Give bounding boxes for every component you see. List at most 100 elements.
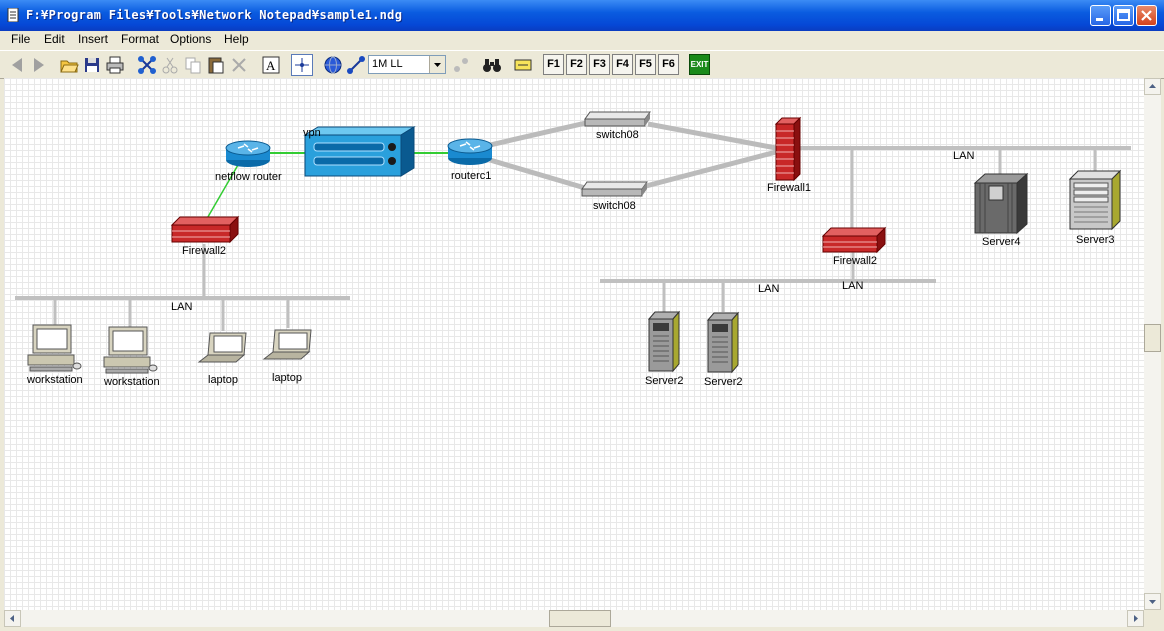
link-router-firewall2[interactable] xyxy=(204,164,239,223)
firewall2-right-label: Firewall2 xyxy=(833,255,877,267)
save-disk-icon xyxy=(85,58,99,72)
link-button[interactable] xyxy=(345,54,367,76)
minimize-button[interactable] xyxy=(1090,5,1111,26)
text-tool-button[interactable]: A xyxy=(260,54,282,76)
dots-icon xyxy=(454,58,468,72)
scroll-left-button[interactable] xyxy=(4,610,21,627)
firewall1-label: Firewall1 xyxy=(767,182,811,194)
chevron-left-icon xyxy=(10,615,14,622)
switch-bottom-node[interactable]: switch08 xyxy=(581,181,648,212)
ungroup-button[interactable] xyxy=(450,54,472,76)
scroll-down-button[interactable] xyxy=(1144,593,1161,610)
f2-button[interactable]: F2 xyxy=(566,54,587,75)
firewall2-right-node[interactable]: Firewall2 xyxy=(821,226,887,267)
netflow-router-node[interactable]: netflow router xyxy=(215,140,282,183)
server2-a-node[interactable]: Server2 xyxy=(645,310,684,387)
maximize-icon xyxy=(1117,9,1130,21)
menu-help[interactable]: Help xyxy=(224,32,249,46)
vertical-scrollbar[interactable] xyxy=(1144,78,1161,610)
svg-text:A: A xyxy=(266,58,276,73)
window-title: F:¥Program Files¥Tools¥Network Notepad¥s… xyxy=(26,8,403,22)
vpn-node[interactable]: vpn xyxy=(303,126,416,177)
workstation-2-label: workstation xyxy=(103,376,160,388)
laptop-1-label: laptop xyxy=(208,374,238,386)
network-diagram: netflow router vpn routerc1 xyxy=(15,111,1131,388)
delete-button[interactable] xyxy=(228,54,250,76)
diagram-canvas[interactable]: netflow router vpn routerc1 xyxy=(4,78,1144,610)
f5-button[interactable]: F5 xyxy=(635,54,656,75)
paste-button[interactable] xyxy=(205,54,227,76)
switch-top-node[interactable]: switch08 xyxy=(584,111,651,141)
close-icon xyxy=(1141,10,1152,21)
f1-button[interactable]: F1 xyxy=(543,54,564,75)
printer-icon xyxy=(106,56,124,74)
server3-node[interactable]: Server3 xyxy=(1068,169,1122,246)
menu-insert[interactable]: Insert xyxy=(78,32,109,46)
lan-mid-a-label: LAN xyxy=(758,283,779,295)
laptop-2-node[interactable]: laptop xyxy=(262,329,312,384)
save-button[interactable] xyxy=(81,54,103,76)
text-a-icon: A xyxy=(262,56,280,74)
server2-b-node[interactable]: Server2 xyxy=(704,311,743,388)
menu-file[interactable]: File xyxy=(11,32,31,46)
link-routerc1-switch-bottom[interactable] xyxy=(489,157,586,191)
scroll-right-button[interactable] xyxy=(1127,610,1144,627)
copy-button[interactable] xyxy=(182,54,204,76)
menu-bar: File Edit Insert Format Options Help xyxy=(0,31,1164,49)
connector-icon xyxy=(295,58,309,72)
maximize-button[interactable] xyxy=(1113,5,1134,26)
minimize-icon xyxy=(1096,18,1103,21)
menu-edit[interactable]: Edit xyxy=(44,32,65,46)
firewall2-left-node[interactable]: Firewall2 xyxy=(170,215,240,257)
f3-button[interactable]: F3 xyxy=(589,54,610,75)
link-routerc1-switch-top[interactable] xyxy=(489,119,591,148)
forward-button[interactable] xyxy=(28,54,50,76)
label-button[interactable] xyxy=(512,54,534,76)
link-switch-bottom-firewall1[interactable] xyxy=(645,149,777,189)
exit-button[interactable]: EXIT xyxy=(689,54,710,75)
switch-bottom-label: switch08 xyxy=(593,200,636,212)
server4-node[interactable]: Server4 xyxy=(973,172,1029,248)
link-nodes-icon xyxy=(347,56,365,74)
link-speed-select[interactable]: 1M LL xyxy=(368,55,446,74)
toolbar: A 1M LL F1 F2 F3 F4 F5 F6 xyxy=(0,50,1164,79)
horizontal-scrollbar[interactable] xyxy=(4,610,1144,627)
server4-label: Server4 xyxy=(982,236,1021,248)
link-switch-top-firewall1[interactable] xyxy=(647,121,777,151)
firewall1-node[interactable]: Firewall1 xyxy=(767,116,811,194)
connector-tool-button[interactable] xyxy=(291,54,313,76)
close-button[interactable] xyxy=(1136,5,1157,26)
find-button[interactable] xyxy=(481,54,503,76)
open-button[interactable] xyxy=(58,54,80,76)
workstation-2-node[interactable]: workstation xyxy=(103,326,160,388)
horizontal-scroll-thumb[interactable] xyxy=(549,610,611,627)
back-arrow-icon xyxy=(12,58,22,72)
routerc1-node[interactable]: routerc1 xyxy=(447,138,493,182)
globe-icon xyxy=(324,56,342,74)
open-folder-icon xyxy=(60,60,79,73)
clipboard-icon xyxy=(208,57,224,74)
dropdown-arrow-icon[interactable] xyxy=(429,56,445,73)
laptop-1-node[interactable]: laptop xyxy=(197,332,247,386)
f6-button[interactable]: F6 xyxy=(658,54,679,75)
globe-button[interactable] xyxy=(322,54,344,76)
workstation-1-node[interactable]: workstation xyxy=(26,324,83,386)
copy-icon xyxy=(185,57,201,74)
vertical-scroll-thumb[interactable] xyxy=(1144,324,1161,352)
chevron-down-icon xyxy=(1149,600,1156,604)
f4-button[interactable]: F4 xyxy=(612,54,633,75)
back-button[interactable] xyxy=(6,54,28,76)
network-tool-button[interactable] xyxy=(136,54,158,76)
cut-button[interactable] xyxy=(159,54,181,76)
lan-left-label: LAN xyxy=(171,301,192,313)
scroll-up-button[interactable] xyxy=(1144,78,1161,95)
switch-top-label: switch08 xyxy=(596,129,639,141)
network-nodes-icon xyxy=(138,56,156,74)
print-button[interactable] xyxy=(104,54,126,76)
firewall2-left-label: Firewall2 xyxy=(182,245,226,257)
menu-options[interactable]: Options xyxy=(170,32,212,46)
chevron-up-icon xyxy=(1149,84,1156,88)
menu-format[interactable]: Format xyxy=(121,32,160,46)
label-tag-icon xyxy=(514,59,532,71)
